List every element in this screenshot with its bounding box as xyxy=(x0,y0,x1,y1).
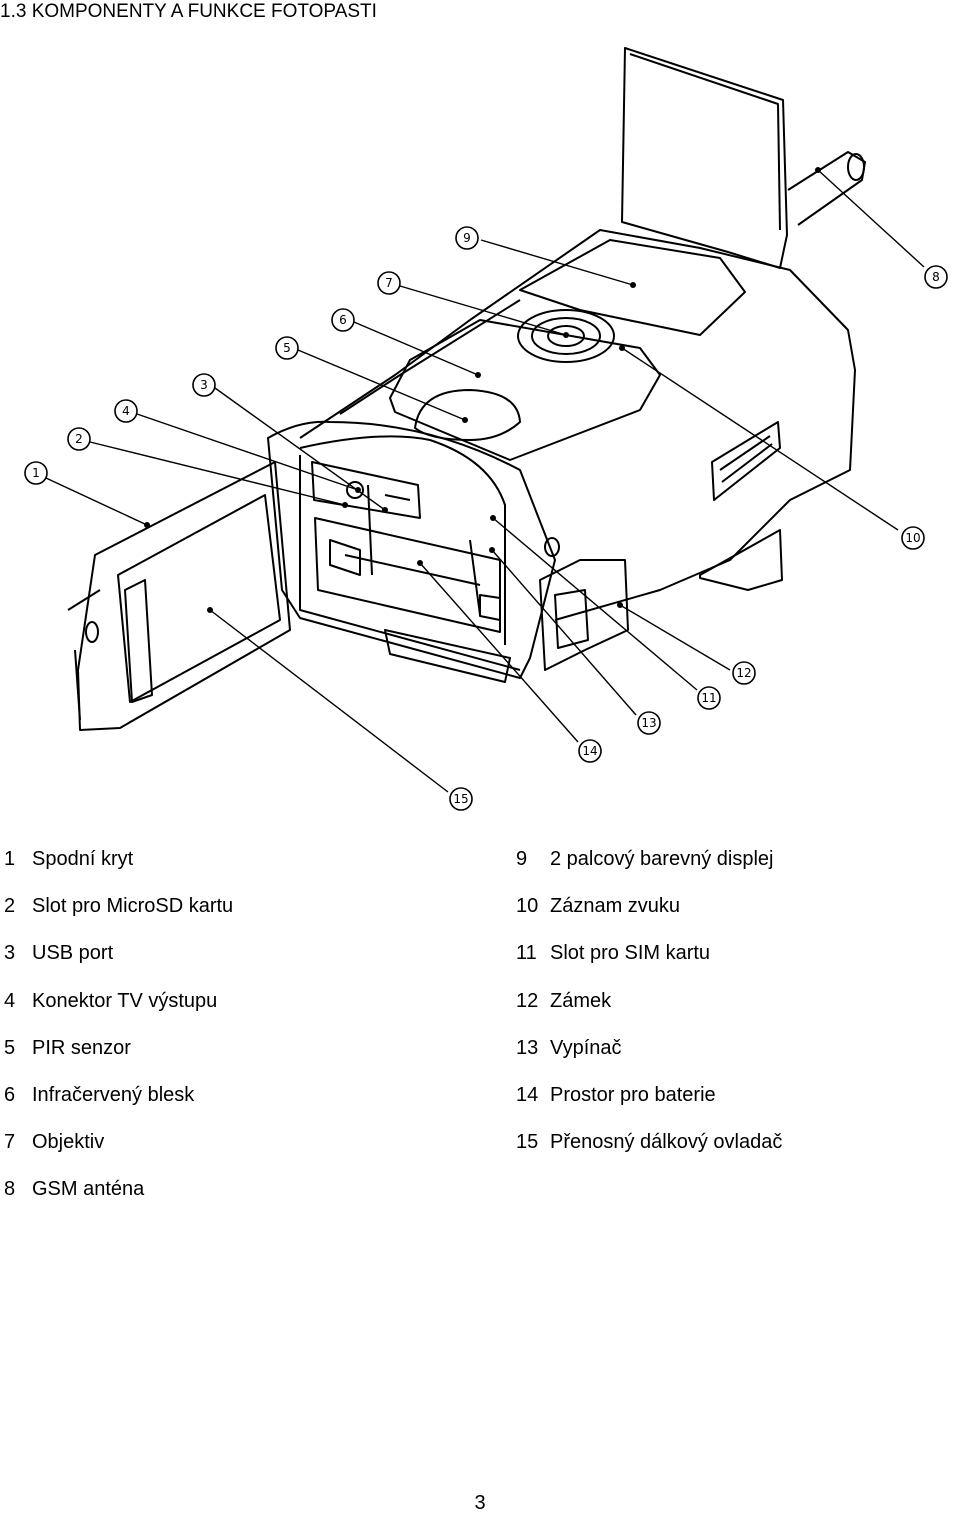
callout-14: 14 xyxy=(578,739,602,763)
legend-number: 1 xyxy=(4,848,16,870)
callout-2: 2 xyxy=(67,427,91,451)
svg-text:6: 6 xyxy=(339,313,347,327)
legend-label: Slot pro SIM kartu xyxy=(550,942,711,965)
camera-trap-drawing: 1 2 3 4 5 6 7 8 9 10 11 12 13 14 15 xyxy=(24,47,948,811)
page-number: 3 xyxy=(474,1492,486,1514)
legend-item: 5 PIR senzor xyxy=(4,1025,474,1072)
legend-number: 13 xyxy=(516,1036,539,1059)
legend-label: USB port xyxy=(32,942,114,965)
legend-label: Infračervený blesk xyxy=(32,1084,195,1107)
legend-item: 8 GSM anténa xyxy=(4,1166,474,1213)
legend-label: Vypínač xyxy=(550,1036,622,1059)
legend-number: 7 xyxy=(4,1131,16,1154)
svg-text:2: 2 xyxy=(75,432,83,446)
legend-right-column: 9 2 palcový barevný displej 10 Záznam zvuk… xyxy=(516,836,956,1166)
legend-item: 15 Přenosný dálkový ovladač xyxy=(516,1119,956,1166)
legend-number: 6 xyxy=(4,1084,16,1107)
callout-3: 3 xyxy=(192,373,216,397)
legend-item: 1 Spodní kryt xyxy=(4,836,474,883)
svg-text:10: 10 xyxy=(905,531,920,545)
callout-12: 12 xyxy=(732,661,756,685)
legend-label: PIR senzor xyxy=(32,1036,131,1059)
svg-text:7: 7 xyxy=(385,276,393,290)
legend-item: 11 Slot pro SIM kartu xyxy=(516,930,956,977)
legend-label: Zámek xyxy=(550,989,612,1012)
callout-8: 8 xyxy=(924,265,948,289)
legend-label: Konektor TV výstupu xyxy=(32,989,218,1012)
legend-item: 3 USB port xyxy=(4,930,474,977)
callout-15: 15 xyxy=(449,787,473,811)
callout-4: 4 xyxy=(114,399,138,423)
svg-text:9: 9 xyxy=(463,231,471,245)
callout-10: 10 xyxy=(901,526,925,550)
legend-label: Záznam zvuku xyxy=(550,895,681,918)
svg-text:13: 13 xyxy=(641,716,656,730)
legend-item: 2 Slot pro MicroSD kartu xyxy=(4,883,474,930)
callout-7: 7 xyxy=(377,271,401,295)
legend-label: Objektiv xyxy=(32,1131,105,1154)
legend-item: 14 Prostor pro baterie xyxy=(516,1072,956,1119)
svg-text:5: 5 xyxy=(283,341,291,355)
legend-number: 2 xyxy=(4,895,16,918)
legend-number: 4 xyxy=(4,989,16,1012)
svg-text:1: 1 xyxy=(32,466,40,480)
svg-text:11: 11 xyxy=(701,691,716,705)
legend-label: Slot pro MicroSD kartu xyxy=(32,895,234,918)
svg-text:15: 15 xyxy=(453,792,468,806)
camera-trap-diagram: 1 2 3 4 5 6 7 8 9 10 11 12 13 14 15 xyxy=(0,30,960,820)
legend-item: 9 2 palcový barevný displej xyxy=(516,836,956,883)
legend-number: 15 xyxy=(516,1131,539,1154)
svg-text:3: 3 xyxy=(200,378,208,392)
legend-label: Spodní kryt xyxy=(32,848,134,870)
svg-text:4: 4 xyxy=(122,404,130,418)
callout-13: 13 xyxy=(637,711,661,735)
legend-item: 7 Objektiv xyxy=(4,1119,474,1166)
legend-number: 11 xyxy=(516,942,537,965)
legend-left-column: 1 Spodní kryt 2 Slot pro MicroSD kartu 3 US… xyxy=(4,836,474,1214)
svg-text:12: 12 xyxy=(736,666,751,680)
svg-text:8: 8 xyxy=(932,270,940,284)
legend-label: Přenosný dálkový ovladač xyxy=(550,1131,783,1154)
legend-number: 10 xyxy=(516,895,539,918)
callout-1: 1 xyxy=(24,461,48,485)
legend-item: 13 Vypínač xyxy=(516,1025,956,1072)
legend-item: 12 Zámek xyxy=(516,978,956,1025)
section-heading: 1.3 KOMPONENTY A FUNKCE FOTOPASTI xyxy=(0,1,377,22)
svg-text:14: 14 xyxy=(582,744,597,758)
legend-item: 6 Infračervený blesk xyxy=(4,1072,474,1119)
legend-number: 5 xyxy=(4,1036,16,1059)
legend-number: 8 xyxy=(4,1178,16,1201)
legend-label: 2 palcový barevný displej xyxy=(550,848,774,870)
callout-9: 9 xyxy=(455,226,479,250)
legend-number: 14 xyxy=(516,1084,539,1107)
legend-label: GSM anténa xyxy=(32,1178,145,1201)
legend-number: 3 xyxy=(4,942,16,965)
legend-number: 9 xyxy=(516,848,528,870)
callout-11: 11 xyxy=(697,686,721,710)
callout-5: 5 xyxy=(275,336,299,360)
legend-number: 12 xyxy=(516,989,539,1012)
legend-item: 4 Konektor TV výstupu xyxy=(4,978,474,1025)
callout-6: 6 xyxy=(331,308,355,332)
legend-label: Prostor pro baterie xyxy=(550,1084,716,1107)
legend-item: 10 Záznam zvuku xyxy=(516,883,956,930)
